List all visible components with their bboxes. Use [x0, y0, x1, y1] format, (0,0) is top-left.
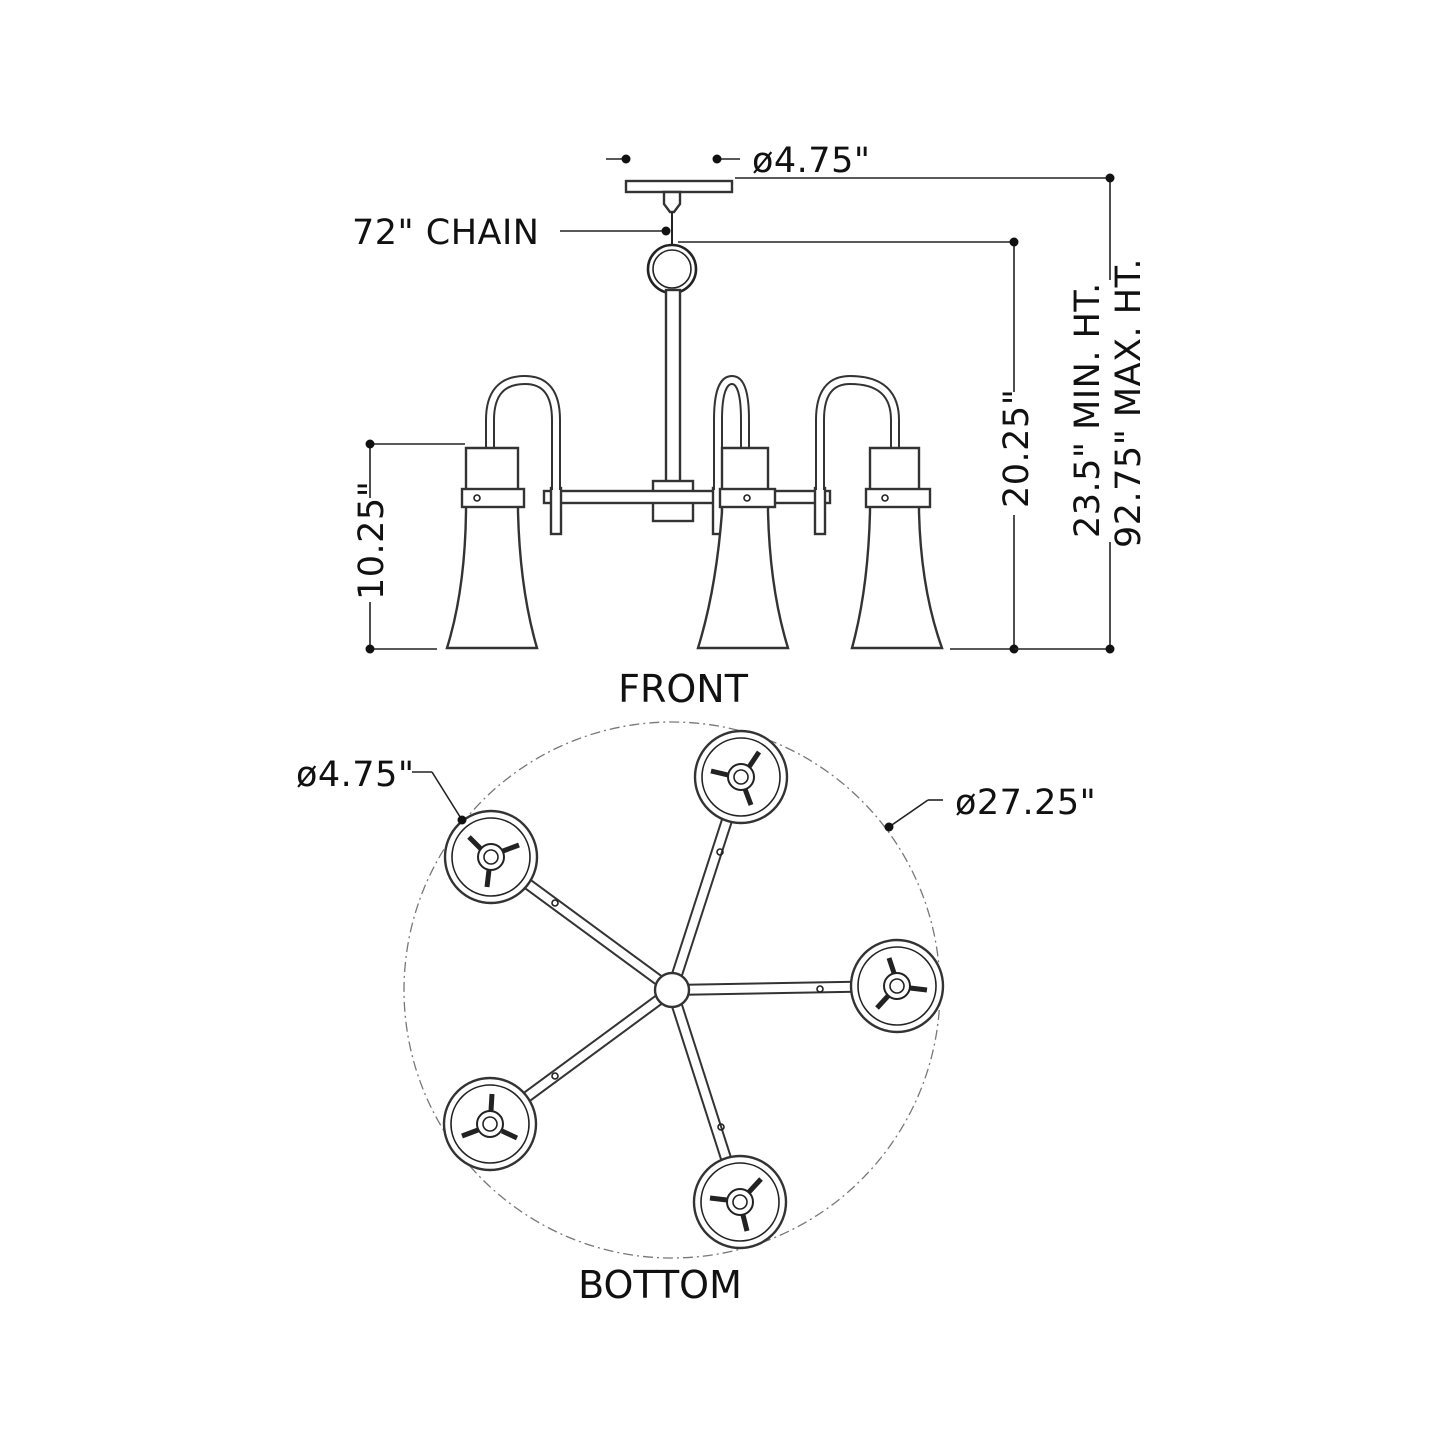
arm-screw — [716, 848, 724, 856]
arm-screw — [551, 1072, 559, 1080]
shade-band-left — [460, 487, 526, 509]
dim-shade-dot-bottom — [365, 644, 375, 654]
canopy-loop — [662, 190, 682, 214]
screw-center — [743, 494, 751, 502]
shade-bottom-top — [693, 729, 789, 825]
dim-overall-dot-bottom — [1105, 644, 1115, 654]
shade-right — [850, 446, 944, 650]
dim-overall-label-bg — [1075, 280, 1145, 542]
ring-inner — [652, 249, 692, 289]
overall-diameter-label: ø27.25" — [955, 783, 1096, 823]
shade-center — [696, 446, 790, 650]
bottom-view: ø4.75" ø27.25" BOTTOM — [296, 721, 1096, 1307]
front-view: ø4.75" 72" CHAIN 10.25" 20.25" 23.5" MIN… — [352, 141, 1149, 711]
min-height-label: 23.5" MIN. HT. — [1068, 282, 1108, 538]
shade-bottom-upper-left — [443, 809, 539, 905]
dim-body-dot-top — [1009, 237, 1019, 247]
shade-left — [445, 446, 539, 650]
dim-canopy-dot-left — [621, 154, 631, 164]
shade-band-center — [718, 487, 777, 509]
shade-band-right — [864, 487, 932, 509]
dim-overall-dot-top — [1105, 173, 1115, 183]
dim-shade-dot-top — [365, 439, 375, 449]
chain-dot — [661, 226, 671, 236]
canopy-diameter-label: ø4.75" — [752, 141, 870, 181]
front-view-title: FRONT — [618, 667, 749, 711]
shade-bottom-lower-left — [442, 1076, 538, 1172]
arm-cap-right — [813, 486, 827, 536]
screw-right — [881, 494, 889, 502]
stem — [664, 288, 682, 485]
overall-diameter-leader — [888, 799, 929, 828]
overall-diameter-dot — [884, 822, 894, 832]
canopy — [624, 179, 734, 194]
arm-cap-left — [549, 486, 563, 536]
shade-diameter-leader — [431, 771, 463, 821]
shade-diameter-dot — [457, 815, 467, 825]
arm-screw — [551, 899, 559, 907]
screw-left — [473, 494, 481, 502]
arm-screw — [816, 985, 824, 993]
arm-screw — [717, 1123, 725, 1131]
shade-bottom-right — [849, 938, 945, 1034]
body-height-label: 20.25" — [997, 389, 1037, 508]
max-height-label: 92.75" MAX. HT. — [1109, 258, 1149, 548]
dim-canopy-dot-right — [712, 154, 722, 164]
shade-diameter-label: ø4.75" — [296, 755, 414, 795]
gooseneck-center — [715, 376, 748, 490]
shade-height-label: 10.25" — [352, 481, 392, 600]
chain-label: 72" CHAIN — [352, 213, 539, 253]
bottom-hub — [653, 971, 691, 1009]
shade-bottom-bottom — [692, 1154, 788, 1250]
ring — [646, 243, 698, 295]
arm — [542, 489, 832, 505]
gooseneck-left — [487, 376, 559, 490]
gooseneck-right — [817, 376, 898, 490]
bottom-view-title: BOTTOM — [578, 1263, 742, 1307]
